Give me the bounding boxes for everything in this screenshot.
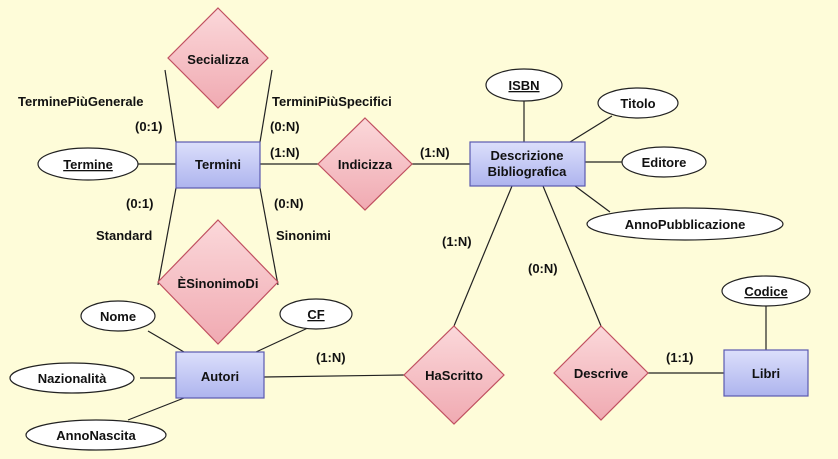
relationship-hascritto: HaScritto bbox=[403, 325, 505, 425]
attribute-annonascita: AnnoNascita bbox=[25, 419, 167, 451]
attribute-annopubblicazione: AnnoPubblicazione bbox=[586, 207, 784, 241]
entity-descrizione-label-line1: Descrizione bbox=[491, 148, 564, 163]
attribute-codice-label: Codice bbox=[744, 284, 787, 299]
entity-autori: Autori bbox=[175, 351, 265, 399]
attribute-nome-label: Nome bbox=[100, 309, 136, 324]
attribute-titolo: Titolo bbox=[597, 87, 679, 119]
relationship-esinonimodi-label: ÈSinonimoDi bbox=[178, 276, 259, 291]
attribute-annonascita-label: AnnoNascita bbox=[56, 428, 136, 443]
cardinality-termini-indicizza: (1:N) bbox=[270, 145, 300, 160]
attribute-nazionalita: Nazionalità bbox=[9, 362, 135, 394]
cardinality-descrizione-descrive: (0:N) bbox=[528, 261, 558, 276]
relationship-descrive: Descrive bbox=[553, 325, 649, 421]
attribute-codice: Codice bbox=[721, 275, 811, 307]
attribute-termine-label: Termine bbox=[63, 157, 113, 172]
cardinality-indicizza-descrizione: (1:N) bbox=[420, 145, 450, 160]
cardinality-sinonimi: (0:N) bbox=[274, 196, 304, 211]
relationship-secializza-label: Secializza bbox=[187, 52, 249, 67]
attribute-termine: Termine bbox=[37, 147, 139, 181]
attribute-annopubblicazione-label: AnnoPubblicazione bbox=[625, 217, 746, 232]
relationship-esinonimodi: ÈSinonimoDi bbox=[157, 219, 279, 345]
relationship-indicizza: Indicizza bbox=[317, 117, 413, 211]
entity-libri-label: Libri bbox=[752, 366, 780, 381]
entity-descrizione-bibliografica: Descrizione Bibliografica bbox=[469, 141, 586, 187]
role-termini-piu-specifici: TerminiPiùSpecifici bbox=[272, 94, 392, 109]
entity-libri: Libri bbox=[723, 349, 809, 397]
role-sinonimi: Sinonimi bbox=[276, 228, 331, 243]
attribute-nazionalita-label: Nazionalità bbox=[38, 371, 107, 386]
attribute-isbn-label: ISBN bbox=[508, 78, 539, 93]
cardinality-libri-descrive: (1:1) bbox=[666, 350, 693, 365]
entity-termini: Termini bbox=[175, 141, 261, 189]
cardinality-descrizione-hascritto: (1:N) bbox=[442, 234, 472, 249]
cardinality-generale: (0:1) bbox=[135, 119, 162, 134]
entity-autori-label: Autori bbox=[201, 369, 239, 384]
attribute-titolo-label: Titolo bbox=[620, 96, 655, 111]
attribute-nome: Nome bbox=[80, 300, 156, 332]
attribute-cf-label: CF bbox=[307, 307, 324, 322]
role-standard: Standard bbox=[96, 228, 152, 243]
attribute-cf: CF bbox=[279, 298, 353, 330]
relationship-descrive-label: Descrive bbox=[574, 366, 628, 381]
attribute-editore: Editore bbox=[621, 146, 707, 178]
cardinality-standard: (0:1) bbox=[126, 196, 153, 211]
role-termine-piu-generale: TerminePiùGenerale bbox=[18, 94, 143, 109]
relationship-secializza: Secializza bbox=[167, 7, 269, 109]
entity-termini-label: Termini bbox=[195, 157, 241, 172]
cardinality-autori-hascritto: (1:N) bbox=[316, 350, 346, 365]
attribute-editore-label: Editore bbox=[642, 155, 687, 170]
connector-lines bbox=[127, 69, 767, 421]
cardinality-specifici: (0:N) bbox=[270, 119, 300, 134]
relationship-indicizza-label: Indicizza bbox=[338, 157, 393, 172]
attribute-isbn: ISBN bbox=[485, 68, 563, 102]
entity-descrizione-label-line2: Bibliografica bbox=[488, 164, 568, 179]
relationship-hascritto-label: HaScritto bbox=[425, 368, 483, 383]
